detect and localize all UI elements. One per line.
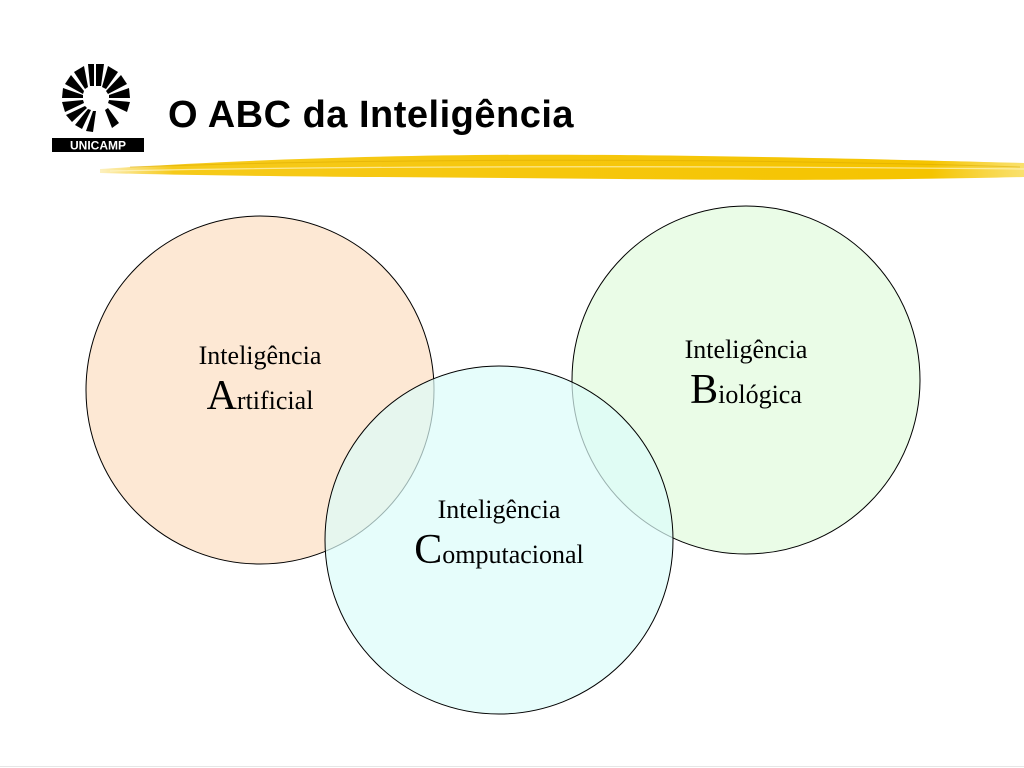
- label-biologica-rest: iológica: [718, 380, 802, 410]
- label-artificial-rest: rtificial: [236, 386, 314, 416]
- slide-title: O ABC da Inteligência: [168, 94, 575, 136]
- label-computacional-rest: omputacional: [442, 540, 584, 570]
- label-artificial-line2: Artificial: [160, 371, 360, 421]
- footer-divider: [0, 766, 1024, 767]
- title-underline-stroke: [100, 154, 1024, 180]
- label-artificial: Inteligência Artificial: [160, 340, 360, 422]
- label-biologica-line1: Inteligência: [684, 335, 808, 364]
- label-artificial-line1: Inteligência: [198, 341, 322, 370]
- label-artificial-initial: A: [206, 373, 237, 420]
- circle-biologica: [571, 205, 921, 555]
- unicamp-logo: UNICAMP: [48, 58, 148, 158]
- logo-text: UNICAMP: [70, 139, 126, 153]
- label-biologica: Inteligência Biológica: [646, 334, 846, 416]
- label-computacional: Inteligência Computacional: [379, 494, 619, 576]
- label-computacional-line1: Inteligência: [437, 495, 561, 524]
- label-computacional-initial: C: [414, 527, 443, 574]
- circle-computacional: [324, 365, 674, 715]
- label-biologica-line2: Biológica: [646, 365, 846, 415]
- label-computacional-line2: Computacional: [379, 525, 619, 575]
- label-biologica-initial: B: [690, 367, 719, 414]
